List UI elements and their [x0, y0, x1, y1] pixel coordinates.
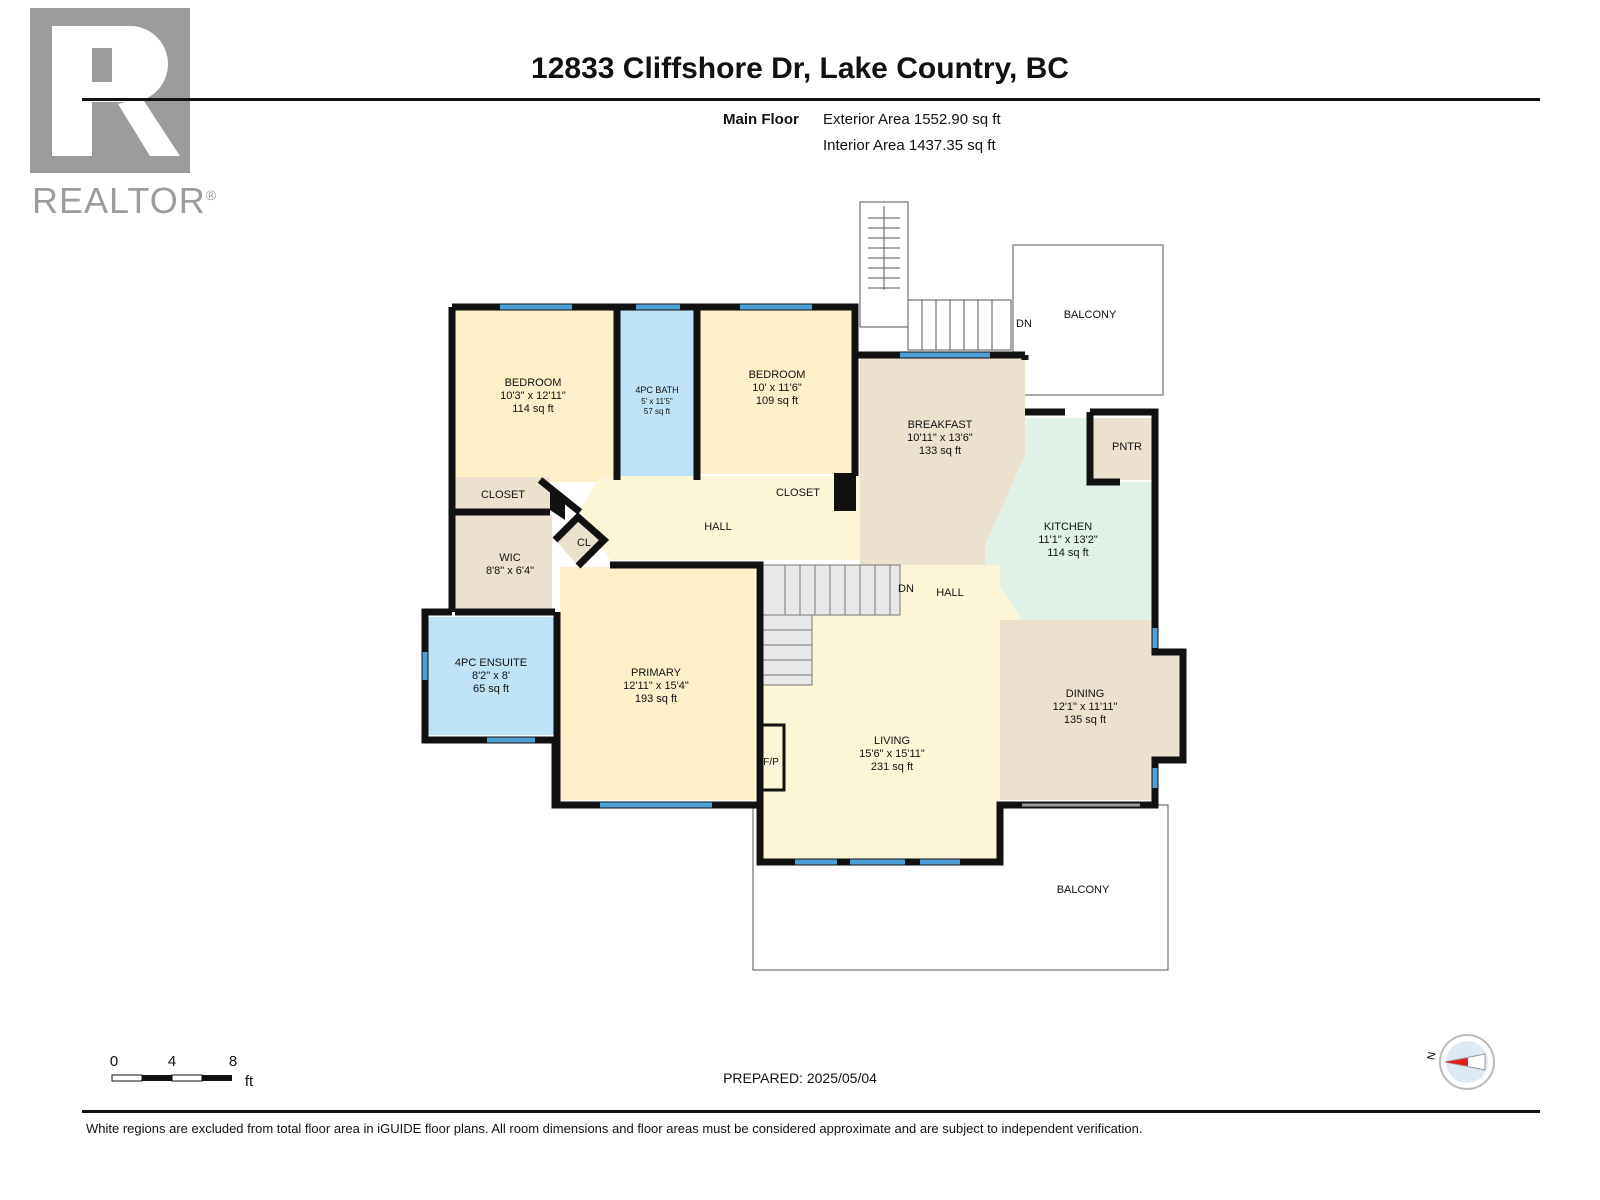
bath-area: 57 sq ft [644, 407, 671, 416]
ensuite-fill [425, 617, 555, 735]
living-name: LIVING [874, 735, 910, 747]
compass-north: N [1425, 1051, 1438, 1061]
dn1-label: DN [1016, 318, 1032, 330]
bedroom2-area: 109 sq ft [756, 395, 798, 407]
exterior-stairs [859, 201, 1012, 351]
dining-fill [1000, 620, 1180, 800]
kitchen-fill [985, 418, 1152, 620]
bath-dims: 5' x 11'5" [641, 397, 673, 406]
bath-fill [619, 310, 695, 488]
exterior-area: Exterior Area 1552.90 sq ft [823, 111, 1001, 128]
dining-dims: 12'1" x 11'11" [1053, 701, 1118, 713]
bedroom1-fill [455, 310, 615, 482]
kitchen-area: 114 sq ft [1047, 547, 1088, 559]
scale-tick-4: 4 [168, 1053, 176, 1070]
interior-stairs [759, 564, 901, 686]
wic-name: WIC [499, 552, 520, 564]
hall-upper-fill [580, 476, 860, 560]
breakfast-name: BREAKFAST [908, 419, 973, 431]
dn2-label: DN [898, 583, 914, 595]
ensuite-name: 4PC ENSUITE [455, 657, 527, 669]
bath-name: 4PC BATH [635, 385, 678, 395]
bedroom1-area: 114 sq ft [512, 403, 553, 415]
pntr-label: PNTR [1112, 441, 1142, 453]
breakfast-dims: 10'11" x 13'6" [907, 432, 973, 444]
ensuite-dims: 8'2" x 8' [472, 670, 510, 682]
hall-upper-label: HALL [704, 521, 732, 533]
bedroom2-dims: 10' x 11'6" [752, 382, 802, 394]
prepared-date: PREPARED: 2025/05/04 [723, 1070, 877, 1086]
closet1-label: CLOSET [481, 489, 525, 501]
kitchen-dims: 11'1" x 13'2" [1038, 534, 1098, 546]
dining-name: DINING [1066, 688, 1105, 700]
interior-area: Interior Area 1437.35 sq ft [823, 137, 996, 154]
scale-tick-0: 0 [110, 1053, 118, 1070]
compass-icon: N [1425, 1034, 1495, 1090]
dining-area: 135 sq ft [1064, 714, 1106, 726]
bedroom2-fill [699, 310, 854, 474]
title-rule [82, 98, 1540, 101]
floor-name: Main Floor [723, 111, 799, 128]
footer-rule [82, 1110, 1540, 1113]
closet1-fill [455, 477, 550, 510]
breakfast-area: 133 sq ft [919, 445, 961, 457]
closet2-wall [834, 473, 856, 511]
living-dims: 15'6" x 15'11" [859, 748, 925, 760]
scale-bar: 0 4 8 ft [110, 1053, 254, 1090]
closet-corner-wall [550, 492, 565, 520]
ensuite-area: 65 sq ft [473, 683, 509, 695]
pntr-fill [1092, 418, 1152, 480]
cl-label: CL [577, 537, 591, 549]
primary-dims: 12'11" x 15'4" [623, 680, 689, 692]
bedroom1-dims: 10'3" x 12'11" [500, 390, 566, 402]
hall-lower-fill [985, 565, 1022, 620]
fp-label: F/P [763, 757, 779, 768]
disclaimer: White regions are excluded from total fl… [86, 1121, 1143, 1136]
primary-fill [560, 567, 755, 800]
hall-lower-label: HALL [936, 587, 964, 599]
primary-area: 193 sq ft [635, 693, 677, 705]
scale-tick-8: 8 [229, 1053, 237, 1070]
page-title: 12833 Cliffshore Dr, Lake Country, BC [531, 52, 1069, 85]
kitchen-name: KITCHEN [1044, 521, 1092, 533]
bedroom2-name: BEDROOM [749, 369, 806, 381]
primary-name: PRIMARY [631, 667, 682, 679]
scale-unit: ft [245, 1073, 254, 1090]
wic-dims: 8'8" x 6'4" [486, 565, 534, 577]
balcony-top-label: BALCONY [1064, 309, 1117, 321]
realtor-wordmark: REALTOR® [32, 180, 218, 221]
balcony-bottom-label: BALCONY [1057, 884, 1110, 896]
bedroom1-name: BEDROOM [505, 377, 562, 389]
windows [422, 304, 1158, 865]
living-area: 231 sq ft [871, 761, 913, 773]
wic-fill [455, 515, 552, 613]
closet2-label: CLOSET [776, 487, 820, 499]
balcony-top-outline [1012, 244, 1164, 396]
realtor-logo [30, 8, 190, 173]
